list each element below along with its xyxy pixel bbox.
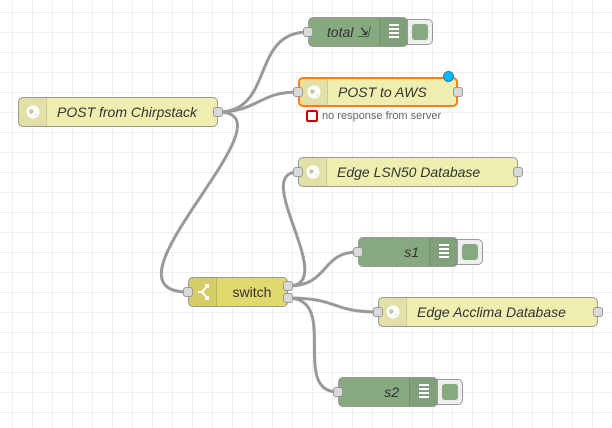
input-port[interactable] [303, 27, 313, 37]
node-post-to-aws[interactable]: POST to AWS [298, 77, 458, 107]
output-port[interactable] [593, 307, 603, 317]
input-port[interactable] [183, 287, 193, 297]
node-total[interactable]: total ⇲ [308, 17, 408, 47]
node-edge-lsn50-database[interactable]: Edge LSN50 Database [298, 157, 518, 187]
wire-switch-to-edge-lsn50 [282, 170, 307, 288]
globe-icon [379, 298, 407, 326]
list-icon [429, 238, 457, 266]
error-status-icon [306, 110, 318, 122]
debug-toggle-button[interactable] [437, 379, 463, 405]
switch-icon [189, 278, 217, 306]
node-s1[interactable]: s1 [358, 237, 458, 267]
globe-icon [19, 98, 47, 126]
changed-indicator [443, 71, 454, 82]
input-port[interactable] [353, 247, 363, 257]
status-text: no response from server [322, 110, 442, 122]
node-status: no response from server [306, 110, 441, 122]
list-icon [379, 18, 407, 46]
wire-switch-to-s1 [287, 250, 359, 288]
output-port[interactable] [513, 167, 523, 177]
wire-http-in-to-switch [159, 110, 239, 294]
node-label: POST to AWS [338, 84, 427, 100]
output-port[interactable] [453, 87, 463, 97]
node-label: s1 [404, 244, 419, 260]
node-post-from-chirpstack[interactable]: POST from Chirpstack [18, 97, 218, 127]
globe-icon [299, 158, 327, 186]
node-label: POST from Chirpstack [57, 104, 198, 120]
input-port[interactable] [333, 387, 343, 397]
output-port[interactable] [213, 107, 223, 117]
output-port-2[interactable] [283, 293, 293, 303]
node-edge-acclima-database[interactable]: Edge Acclima Database [378, 297, 598, 327]
wire-http-in-to-total [217, 30, 309, 114]
wire-switch-to-edge-acclima [287, 296, 379, 314]
node-label: Edge LSN50 Database [337, 164, 481, 180]
output-port-1[interactable] [283, 281, 293, 291]
globe-icon [300, 79, 328, 105]
debug-toggle-button[interactable] [407, 19, 433, 45]
node-label: s2 [384, 384, 399, 400]
list-arrow-icon: ⇲ [357, 23, 369, 40]
node-label: total ⇲ [326, 23, 369, 40]
node-switch[interactable]: switch [188, 277, 288, 307]
input-port[interactable] [293, 87, 303, 97]
node-s2[interactable]: s2 [338, 377, 438, 407]
node-label: Edge Acclima Database [417, 304, 566, 320]
input-port[interactable] [373, 307, 383, 317]
wire-http-in-to-post-aws [217, 90, 299, 114]
node-label: switch [232, 284, 272, 300]
wire-switch-to-s2 [287, 296, 339, 394]
list-icon [409, 378, 437, 406]
debug-toggle-button[interactable] [457, 239, 483, 265]
input-port[interactable] [293, 167, 303, 177]
